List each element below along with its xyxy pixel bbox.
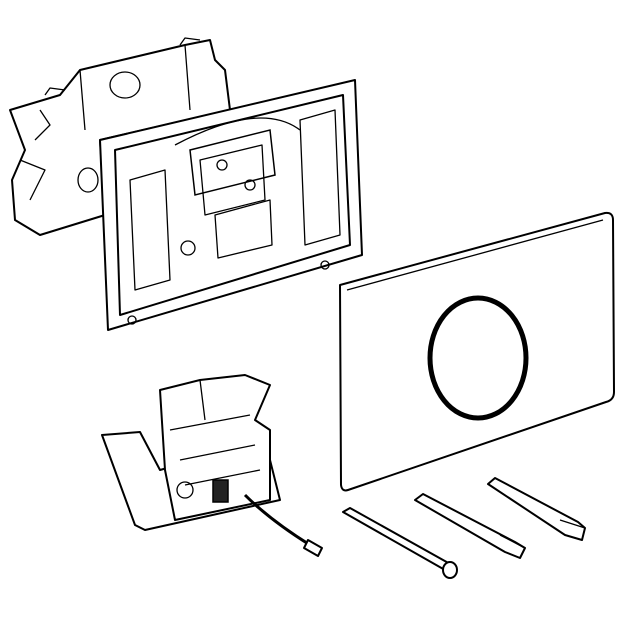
actuation-rods: [342, 477, 586, 579]
back-bracket: [9, 37, 231, 236]
mounting-frame: [99, 79, 363, 331]
rod-3: [487, 477, 586, 541]
rod-1: [342, 507, 458, 579]
rod-2: [414, 493, 526, 559]
cover-plate: [339, 211, 615, 492]
flush-button-ring: [427, 295, 529, 421]
actuator-module: [101, 374, 323, 557]
